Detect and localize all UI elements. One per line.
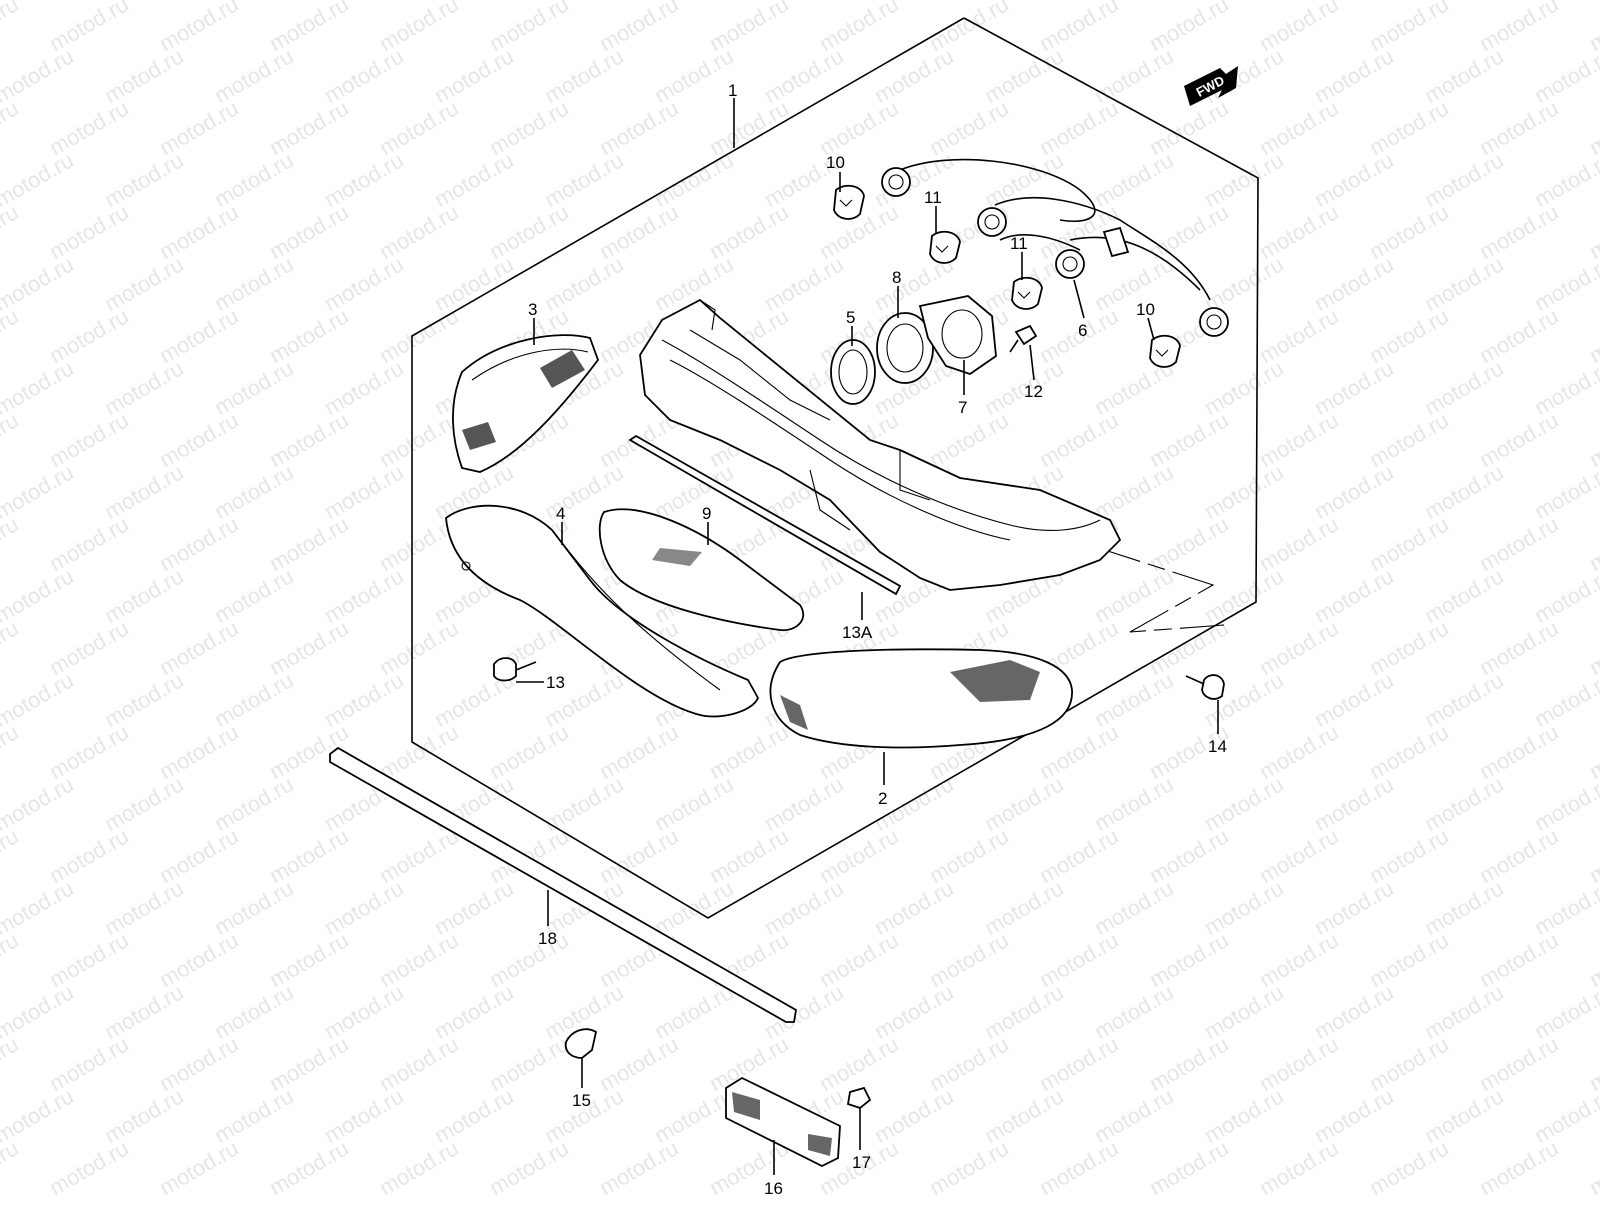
part-17-nut	[846, 1086, 872, 1110]
watermark-text: motod.ru	[1365, 1135, 1453, 1200]
watermark-text: motod.ru	[1530, 43, 1600, 108]
part-7-gasket	[918, 295, 997, 375]
label-13: 13	[546, 673, 565, 692]
label-1: 1	[728, 81, 737, 100]
watermark-text: motod.ru	[1475, 1135, 1563, 1200]
watermark-text: motod.ru	[0, 615, 23, 680]
assembly-inner-edge	[1082, 542, 1225, 633]
part-11-bulb-a	[929, 230, 961, 264]
watermark-text: motod.ru	[0, 823, 23, 888]
watermark-text: motod.ru	[1530, 459, 1600, 524]
label-2: 2	[878, 789, 887, 808]
watermark-text: motod.ru	[1530, 1083, 1600, 1148]
watermark-text: motod.ru	[1585, 1135, 1600, 1200]
watermark-text: motod.ru	[1530, 147, 1600, 212]
watermark-text: motod.ru	[45, 1135, 133, 1200]
part-14-screw	[1185, 674, 1225, 700]
label-17: 17	[852, 1153, 871, 1172]
watermark-text: motod.ru	[485, 1135, 573, 1200]
watermark-text: motod.ru	[925, 1135, 1013, 1200]
part-9-glass	[598, 508, 805, 632]
part-2-right-lens	[769, 648, 1073, 749]
watermark-text: motod.ru	[265, 1135, 353, 1200]
leader-lines	[516, 98, 1219, 1175]
part-10-bulb-right	[1149, 334, 1181, 368]
part-3-upper-cover	[452, 334, 600, 473]
watermark-text: motod.ru	[0, 1135, 23, 1200]
part-labels: 1 2 3 4 5 6 7 8 9 10 10 11 11 12 13 13A …	[528, 81, 1227, 1198]
watermark-text: motod.ru	[0, 511, 23, 576]
watermark-text: motod.ru	[1530, 979, 1600, 1044]
watermark-text: motod.ru	[1530, 563, 1600, 628]
watermark-text: motod.ru	[1530, 667, 1600, 732]
label-12: 12	[1024, 382, 1043, 401]
part-13a-strip	[628, 434, 902, 596]
part-10-bulb-left	[833, 184, 865, 220]
watermark-text: motod.ru	[155, 1135, 243, 1200]
watermark-text: motod.ru	[1035, 1135, 1123, 1200]
label-6: 6	[1078, 321, 1087, 340]
watermark-text: motod.ru	[0, 407, 23, 472]
label-7: 7	[958, 398, 967, 417]
part-12-screw	[1009, 324, 1038, 353]
watermark-text: motod.ru	[1530, 771, 1600, 836]
part-5-ring	[830, 339, 876, 405]
label-14: 14	[1208, 737, 1227, 756]
part-11-bulb-b	[1011, 276, 1043, 310]
watermark-text: motod.ru	[0, 95, 23, 160]
label-15: 15	[572, 1091, 591, 1110]
part-13-screw	[493, 657, 537, 682]
watermark-text: motod.ru	[0, 927, 23, 992]
label-4: 4	[556, 504, 565, 523]
watermark-text: motod.ru	[595, 1135, 683, 1200]
part-16-reflector	[725, 1076, 841, 1168]
label-11a: 11	[924, 188, 942, 207]
part-15-clip	[564, 1028, 598, 1059]
watermark-text: motod.ru	[0, 199, 23, 264]
part-18-trim-strip	[329, 746, 797, 1023]
watermark-text: motod.ru	[0, 303, 23, 368]
label-5: 5	[846, 308, 855, 327]
fwd-arrow-icon: FWD	[1184, 66, 1238, 106]
assembly-outline	[411, 17, 1259, 919]
label-18: 18	[538, 929, 557, 948]
label-16: 16	[764, 1179, 783, 1198]
label-11b: 11	[1010, 234, 1028, 253]
label-10b: 10	[1136, 300, 1155, 319]
watermark-text: motod.ru	[1530, 875, 1600, 940]
watermark-text: motod.ru	[0, 1031, 23, 1096]
part-6-wiring-harness	[881, 158, 1229, 337]
watermark-text: motod.ru	[1145, 1135, 1233, 1200]
label-9: 9	[702, 504, 711, 523]
watermark-text: motod.ru	[1255, 1135, 1343, 1200]
watermark-text: motod.ru	[1530, 355, 1600, 420]
label-8: 8	[892, 268, 901, 287]
watermark-text: motod.ru	[0, 0, 23, 56]
part-8-socket-ring	[876, 312, 934, 384]
watermark-text: motod.ru	[0, 719, 23, 784]
label-3: 3	[528, 300, 537, 319]
label-13a: 13A	[842, 623, 873, 642]
watermark-text: motod.ru	[1530, 251, 1600, 316]
housing-body	[639, 298, 1122, 591]
watermark-text: motod.ru	[375, 1135, 463, 1200]
label-10a: 10	[826, 153, 845, 172]
